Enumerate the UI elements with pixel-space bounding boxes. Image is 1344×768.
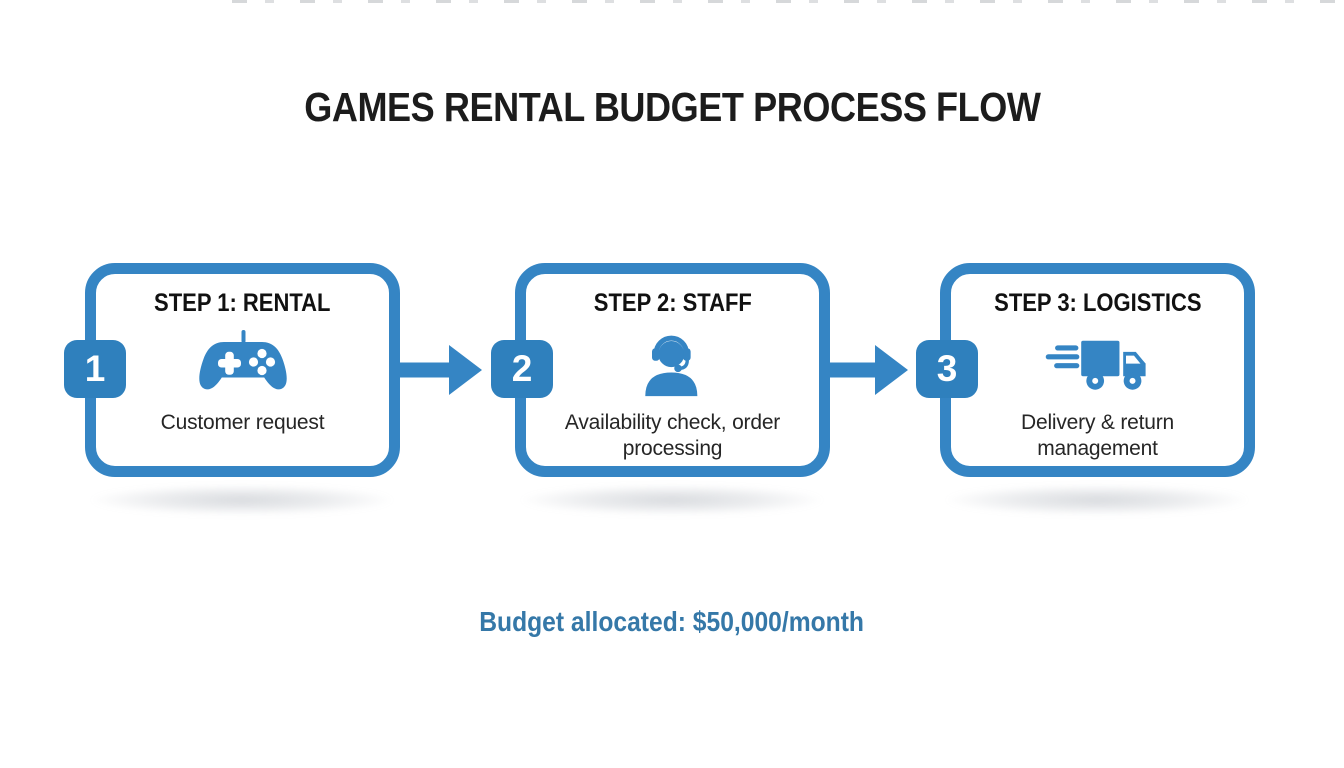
top-crop-artifact [232, 0, 1344, 3]
step-box-1: STEP 1: RENTAL Customer request [85, 263, 400, 477]
step-number-badge-2: 2 [491, 340, 553, 398]
box-shadow [522, 485, 822, 515]
step-1-title: STEP 1: RENTAL [154, 289, 331, 317]
arrow-right-icon [824, 345, 908, 395]
step-3-title: STEP 3: LOGISTICS [993, 289, 1202, 317]
arrow-right-icon [398, 345, 482, 395]
box-shadow [92, 485, 392, 515]
step-box-2: STEP 2: STAFF Availability check, order … [515, 263, 830, 477]
page-title-text: GAMES RENTAL BUDGET PROCESS FLOW [303, 84, 1041, 130]
box-shadow [947, 485, 1247, 515]
gamepad-icon [193, 322, 293, 408]
budget-note-text: Budget allocated: $50,000/month [479, 606, 865, 637]
delivery-truck-icon [1042, 322, 1154, 408]
step-2-title: STEP 2: STAFF [593, 289, 752, 317]
page-title: GAMES RENTAL BUDGET PROCESS FLOW [0, 84, 1344, 131]
step-number-badge-3: 3 [916, 340, 978, 398]
step-2-description: Availability check, order processing [564, 411, 781, 461]
step-1-description: Customer request [160, 411, 325, 434]
step-box-3: STEP 3: LOGISTICS Delivery & return mana… [940, 263, 1255, 477]
step-3-description: Delivery & return management [1021, 411, 1174, 461]
headset-agent-icon [631, 322, 715, 408]
step-number-badge-1: 1 [64, 340, 126, 398]
budget-note: Budget allocated: $50,000/month [0, 606, 1344, 638]
